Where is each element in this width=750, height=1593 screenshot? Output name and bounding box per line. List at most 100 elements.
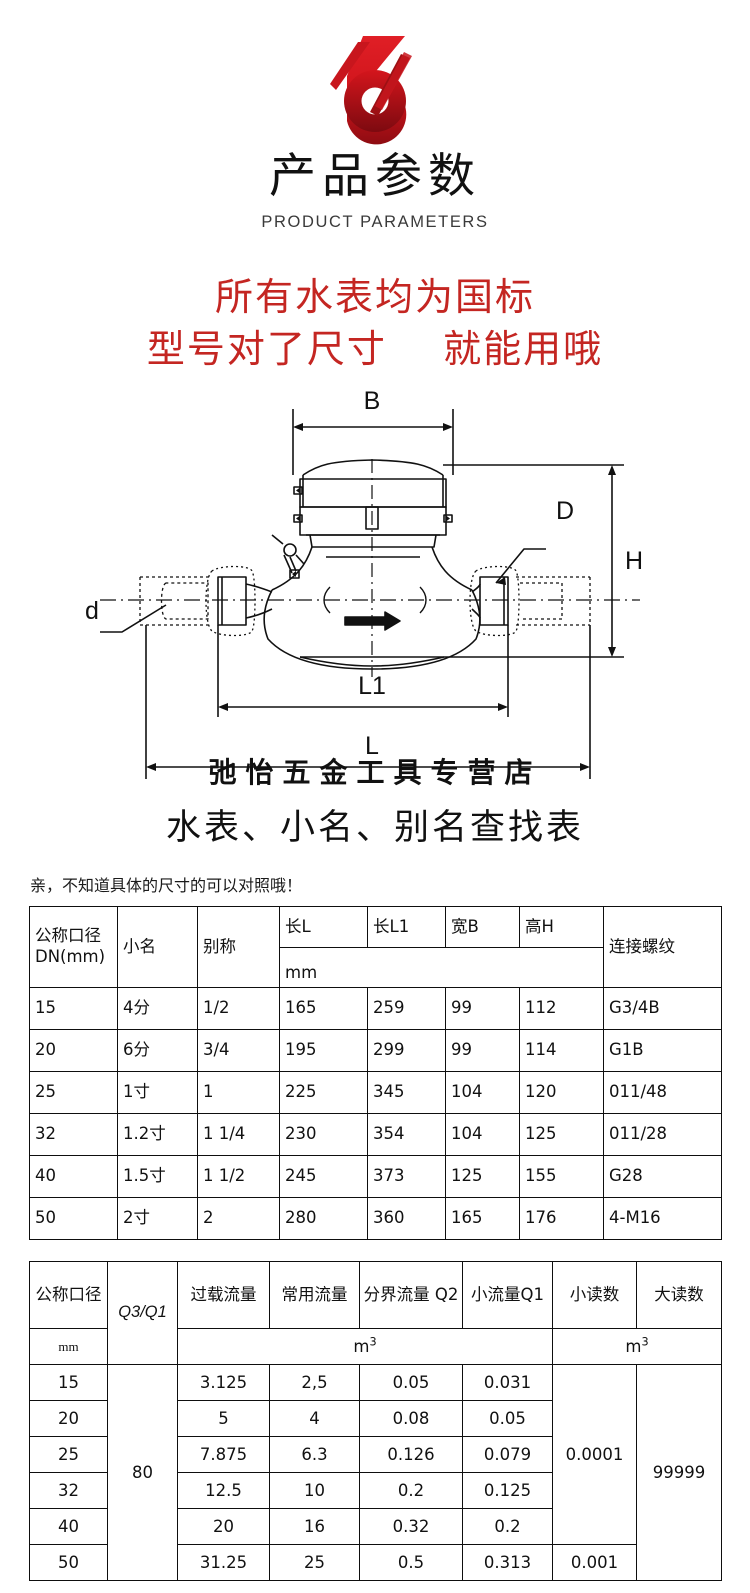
table-row: 50 2寸 2 280 360 165 176 4-M16 bbox=[29, 1197, 722, 1241]
cell-l1: 360 bbox=[367, 1197, 446, 1241]
cell-q1: 0.125 bbox=[462, 1472, 553, 1510]
cell-l1: 299 bbox=[367, 1029, 446, 1073]
cell-nickname: 6分 bbox=[117, 1029, 198, 1073]
cell-overload: 3.125 bbox=[177, 1364, 270, 1402]
cell-dn: 25 bbox=[29, 1071, 118, 1115]
cell-alias: 1/2 bbox=[197, 987, 280, 1031]
lookup-note: 亲，不知道具体的尺寸的可以对照哦！ bbox=[30, 876, 303, 896]
header-nickname: 小名 bbox=[117, 906, 198, 989]
table-row: 15 4分 1/2 165 259 99 112 G3/4B bbox=[29, 987, 722, 1031]
cell-dn: 40 bbox=[29, 1155, 118, 1199]
cell-dn: 20 bbox=[29, 1400, 108, 1438]
header-length-l: 长L bbox=[279, 906, 368, 949]
cell-dn: 32 bbox=[29, 1472, 108, 1510]
water-meter-dimension-diagram: B D H d L1 L bbox=[85, 387, 643, 780]
cell-q2: 0.2 bbox=[359, 1472, 463, 1510]
unit-reading-m3: m3 bbox=[552, 1328, 722, 1366]
cell-alias: 3/4 bbox=[197, 1029, 280, 1073]
cell-b: 104 bbox=[445, 1113, 520, 1157]
unit-flow-m3: m3 bbox=[177, 1328, 553, 1366]
cell-normal: 2,5 bbox=[269, 1364, 360, 1402]
cell-small-reading: 0.0001 bbox=[552, 1364, 637, 1546]
cell-q2: 0.5 bbox=[359, 1544, 463, 1582]
flow-parameters-table: 公称口径 Q3/Q1 过载流量 常用流量 分界流量 Q2 小流量Q1 小读数 大… bbox=[29, 1261, 722, 1582]
header-alias: 别称 bbox=[197, 906, 280, 989]
header-min-flow-q1: 小流量Q1 bbox=[462, 1261, 553, 1330]
cell-b: 165 bbox=[445, 1197, 520, 1241]
shop-watermark: 弛怡五金工具专营店 bbox=[208, 756, 542, 790]
cell-overload: 20 bbox=[177, 1508, 270, 1546]
cell-thread: G1B bbox=[603, 1029, 722, 1073]
cell-q1: 0.05 bbox=[462, 1400, 553, 1438]
brand-logo bbox=[0, 0, 750, 146]
header-height-h: 高H bbox=[519, 906, 604, 949]
cell-overload: 12.5 bbox=[177, 1472, 270, 1510]
cell-small-reading: 0.001 bbox=[552, 1544, 637, 1582]
dimension-label-b: B bbox=[364, 387, 381, 415]
cell-nickname: 1.5寸 bbox=[117, 1155, 198, 1199]
dimension-label-l1: L1 bbox=[358, 672, 386, 700]
table-header-row: 公称口径 Q3/Q1 过载流量 常用流量 分界流量 Q2 小流量Q1 小读数 大… bbox=[29, 1261, 722, 1366]
header-dn-line2: DN(mm) bbox=[35, 947, 106, 967]
cell-l: 195 bbox=[279, 1029, 368, 1073]
page-subtitle: PRODUCT PARAMETERS bbox=[261, 213, 489, 232]
cell-q2: 0.08 bbox=[359, 1400, 463, 1438]
cell-l1: 354 bbox=[367, 1113, 446, 1157]
header-boundary-flow-q2: 分界流量 Q2 bbox=[359, 1261, 463, 1330]
slogan-line-1: 所有水表均为国标 bbox=[214, 275, 535, 320]
cell-overload: 7.875 bbox=[177, 1436, 270, 1474]
table-row: 25 1寸 1 225 345 104 120 011/48 bbox=[29, 1071, 722, 1115]
cell-dn: 20 bbox=[29, 1029, 118, 1073]
header-large-reading: 大读数 bbox=[636, 1261, 722, 1330]
cell-overload: 5 bbox=[177, 1400, 270, 1438]
cell-nickname: 1.2寸 bbox=[117, 1113, 198, 1157]
cell-dn: 40 bbox=[29, 1508, 108, 1546]
table-row: 40 20 16 0.32 0.2 bbox=[29, 1508, 722, 1546]
page-heading: 产品参数 PRODUCT PARAMETERS bbox=[0, 149, 750, 232]
cell-dn: 32 bbox=[29, 1113, 118, 1157]
table-row: 32 12.5 10 0.2 0.125 bbox=[29, 1472, 722, 1510]
cell-q1: 0.031 bbox=[462, 1364, 553, 1402]
cell-nickname: 2寸 bbox=[117, 1197, 198, 1241]
cell-dn: 50 bbox=[29, 1197, 118, 1241]
cell-nickname: 1寸 bbox=[117, 1071, 198, 1115]
table-row: 32 1.2寸 1 1/4 230 354 104 125 011/28 bbox=[29, 1113, 722, 1157]
table-header-row: 公称口径 DN(mm) 小名 别称 长L 长L1 宽B 高H 连接螺纹 bbox=[29, 906, 722, 989]
table-row: 20 6分 3/4 195 299 99 114 G1B bbox=[29, 1029, 722, 1073]
cell-thread: 011/48 bbox=[603, 1071, 722, 1115]
cell-l1: 373 bbox=[367, 1155, 446, 1199]
cell-h: 112 bbox=[519, 987, 604, 1031]
cell-thread: 4-M16 bbox=[603, 1197, 722, 1241]
cell-normal: 4 bbox=[269, 1400, 360, 1438]
cell-alias: 1 1/4 bbox=[197, 1113, 280, 1157]
header-dn-line1: 公称口径 bbox=[35, 926, 101, 946]
header-overload-flow: 过载流量 bbox=[177, 1261, 270, 1330]
cell-alias: 2 bbox=[197, 1197, 280, 1241]
product-technical-drawing: B D H d L1 L 弛怡五金工具专营店 bbox=[0, 387, 750, 797]
cell-overload: 31.25 bbox=[177, 1544, 270, 1582]
page-title: 产品参数 bbox=[269, 149, 481, 204]
dimension-label-d-upper: D bbox=[556, 497, 574, 525]
cell-alias: 1 bbox=[197, 1071, 280, 1115]
cell-q2: 0.126 bbox=[359, 1436, 463, 1474]
cell-thread: G28 bbox=[603, 1155, 722, 1199]
table-header-unit-row: mm m3 m3 bbox=[29, 1328, 722, 1366]
cell-large-reading: 99999 bbox=[636, 1364, 722, 1582]
cell-thread: G3/4B bbox=[603, 987, 722, 1031]
cell-q1: 0.079 bbox=[462, 1436, 553, 1474]
dimension-label-l: L bbox=[365, 732, 379, 760]
cell-l: 230 bbox=[279, 1113, 368, 1157]
cell-q1: 0.2 bbox=[462, 1508, 553, 1546]
cell-l: 280 bbox=[279, 1197, 368, 1241]
table-row: 50 31.25 25 0.5 0.313 0.001 bbox=[29, 1544, 722, 1582]
cell-l: 245 bbox=[279, 1155, 368, 1199]
cell-thread: 011/28 bbox=[603, 1113, 722, 1157]
header-thread: 连接螺纹 bbox=[603, 906, 722, 989]
cell-h: 114 bbox=[519, 1029, 604, 1073]
cell-dn: 50 bbox=[29, 1544, 108, 1582]
cell-dn: 15 bbox=[29, 987, 118, 1031]
dimensions-table: 公称口径 DN(mm) 小名 别称 长L 长L1 宽B 高H 连接螺纹 mm 1… bbox=[29, 906, 722, 1241]
header-q3q1-ratio: Q3/Q1 bbox=[107, 1261, 178, 1366]
header-unit-mm: mm bbox=[279, 947, 604, 989]
cell-q1: 0.313 bbox=[462, 1544, 553, 1582]
